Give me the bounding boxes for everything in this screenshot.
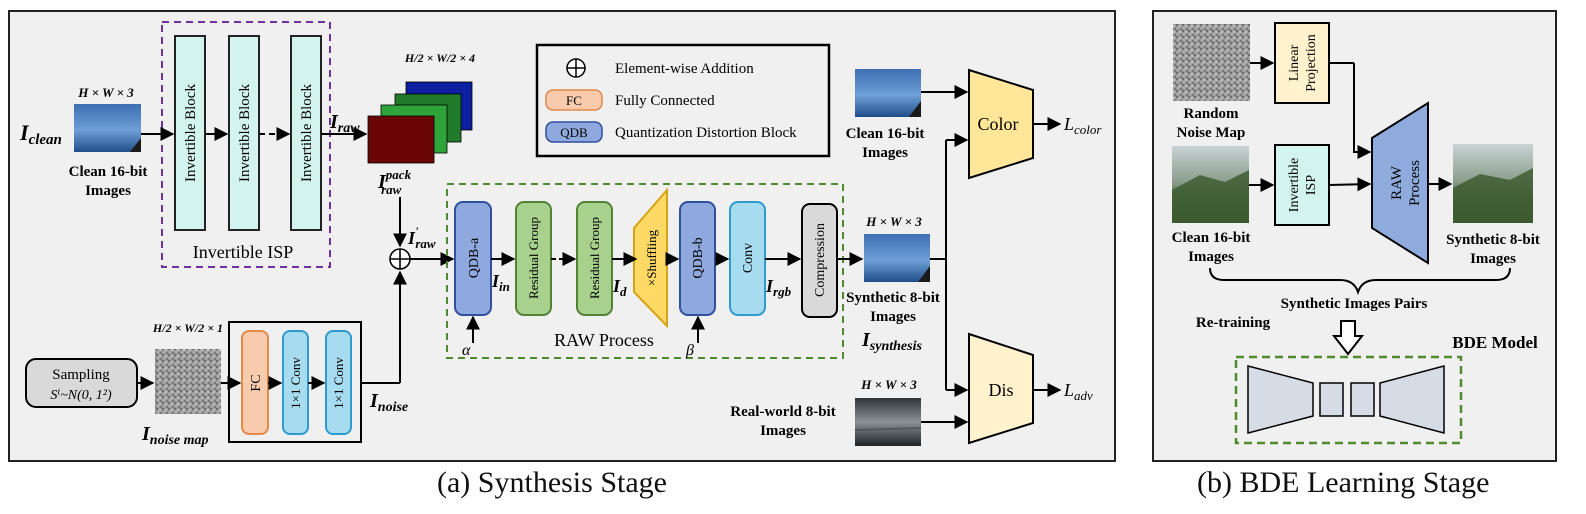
residual-group-1: Residual Group [515, 201, 552, 316]
legend-add-text: Element-wise Addition [615, 61, 754, 77]
synthetic-image [864, 234, 930, 282]
conv-block: Conv [729, 201, 766, 316]
i-synthesis-label: Isynthesis [861, 329, 922, 354]
svg-text:QDB: QDB [560, 125, 588, 140]
i-in-label: Iin [491, 271, 510, 294]
svg-text:QDB-a: QDB-a [467, 237, 482, 278]
invertible-isp-label: Invertible ISP [193, 242, 294, 262]
i-noise-label: Inoise [369, 390, 408, 415]
l-adv-label: Ladv [1063, 380, 1093, 403]
addition-node [389, 248, 411, 270]
i-clean-label: Iclean [19, 120, 62, 148]
svg-text:1×1 Conv: 1×1 Conv [288, 357, 303, 409]
i-d-label: Id [612, 276, 627, 299]
packed-raw-channels [367, 81, 473, 164]
svg-text:Invertible Block: Invertible Block [237, 84, 253, 182]
pairs-brace [1209, 267, 1511, 296]
pack-dims-label: H/2 × W/2 × 4 [404, 51, 475, 65]
legend-qdb-text: Quantization Distortion Block [615, 125, 797, 141]
svg-text:Color: Color [977, 114, 1018, 134]
clean-input-image [74, 104, 141, 152]
bde-model [1234, 355, 1463, 445]
sampling-box: Sampling Sⁱ~N(0, 1²) [25, 358, 138, 408]
conv1x1-block-2: 1×1 Conv [325, 330, 352, 435]
synth-dims-label: H × W × 3 [865, 214, 922, 229]
svg-text:Residual Group: Residual Group [526, 217, 541, 299]
svg-text:Sⁱ~N(0, 1²): Sⁱ~N(0, 1²) [50, 388, 112, 403]
raw-process-label: RAW Process [554, 330, 654, 350]
legend-fc-text: Fully Connected [615, 93, 715, 109]
noise-dims-label: H/2 × W/2 × 1 [152, 321, 223, 335]
svg-text:Residual Group: Residual Group [587, 217, 602, 299]
svg-text:Invertible Block: Invertible Block [183, 84, 199, 182]
alpha-label: α [462, 342, 471, 359]
conv1x1-block-1: 1×1 Conv [282, 330, 309, 435]
pairs-label: Synthetic Images Pairs [1281, 296, 1428, 312]
i-rgb-label: Irgb [765, 276, 792, 299]
compression-block: Compression [801, 203, 838, 318]
panel-synthesis-stage: Invertible Block Invertible Block Invert… [8, 10, 1116, 462]
invertible-isp-group [161, 21, 331, 268]
retraining-arrow [1331, 320, 1365, 356]
svg-text:×Shuffling: ×Shuffling [644, 229, 659, 286]
dis-module: Dis [968, 332, 1034, 445]
qdb-a-block: QDB-a [454, 201, 492, 316]
random-noise-image [1173, 24, 1250, 101]
real-world-image [854, 398, 922, 446]
svg-text:FC: FC [566, 93, 582, 108]
svg-text:Dis: Dis [988, 380, 1013, 400]
invertible-block-2: Invertible Block [228, 35, 260, 231]
clean-dims-label: H × W × 3 [77, 85, 134, 100]
i-raw-label: Iraw [329, 111, 360, 136]
svg-text:Invertible Block: Invertible Block [299, 84, 315, 182]
svg-text:FC: FC [249, 374, 264, 391]
legend: Element-wise Addition FC Fully Connected… [535, 43, 831, 158]
raw-process-group [446, 183, 844, 359]
l-color-label: Lcolor [1063, 114, 1102, 137]
i-raw-prime-label: I'raw [407, 224, 436, 251]
noise-map-image [155, 349, 221, 414]
clean-reference-image [855, 69, 921, 117]
invertible-block-1: Invertible Block [174, 35, 206, 231]
retraining-label: Re-training [1196, 315, 1271, 331]
invertible-block-3: Invertible Block [290, 35, 322, 231]
i-noise-map-label: Inoise map [141, 423, 209, 448]
fc-block: FC [241, 330, 269, 435]
svg-text:Conv: Conv [741, 243, 756, 273]
qdb-b-block: QDB-b [679, 201, 716, 316]
bde-model-label: BDE Model [1452, 333, 1538, 352]
svg-text:Compression: Compression [813, 223, 828, 297]
shuffling-block: ×Shuffling [633, 187, 668, 329]
beta-label: β [685, 342, 694, 359]
caption-synthesis-stage: (a) Synthesis Stage [437, 466, 667, 499]
svg-text:1×1 Conv: 1×1 Conv [331, 357, 346, 409]
mountain-input-image [1172, 146, 1249, 223]
caption-bde-learning-stage: (b) BDE Learning Stage [1197, 466, 1490, 499]
residual-group-2: Residual Group [576, 201, 613, 316]
real-dims-label: H × W × 3 [860, 377, 917, 392]
svg-text:Sampling: Sampling [52, 367, 110, 383]
svg-text:QDB-b: QDB-b [691, 237, 706, 278]
color-module: Color [968, 68, 1034, 180]
synthetic-output-image [1453, 144, 1533, 223]
